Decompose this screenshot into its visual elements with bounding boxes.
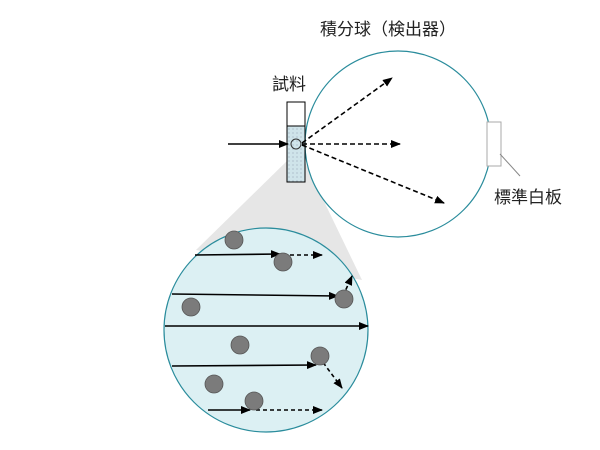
plate-leader-line [499,153,521,177]
particle [224,230,244,250]
scattered-ray-down [301,144,445,204]
particle [310,346,330,366]
particle [273,252,293,272]
particle [230,335,250,355]
particle [204,374,224,394]
particle [181,297,201,317]
scattered-ray-up [301,77,393,144]
sample-label: 試料 [272,75,306,95]
sample-liquid [286,125,306,183]
beam-1 [194,250,281,259]
standard-white-plate-label: 標準白板 [494,188,562,208]
beam-2 [171,291,339,300]
beam-4 [171,361,317,370]
sample-spot [290,138,302,150]
integrating-sphere-label: 積分球（検出器） [320,20,456,40]
standard-white-plate [486,121,502,167]
particle [334,289,354,309]
particle [244,391,264,411]
magnified-view [163,227,369,433]
